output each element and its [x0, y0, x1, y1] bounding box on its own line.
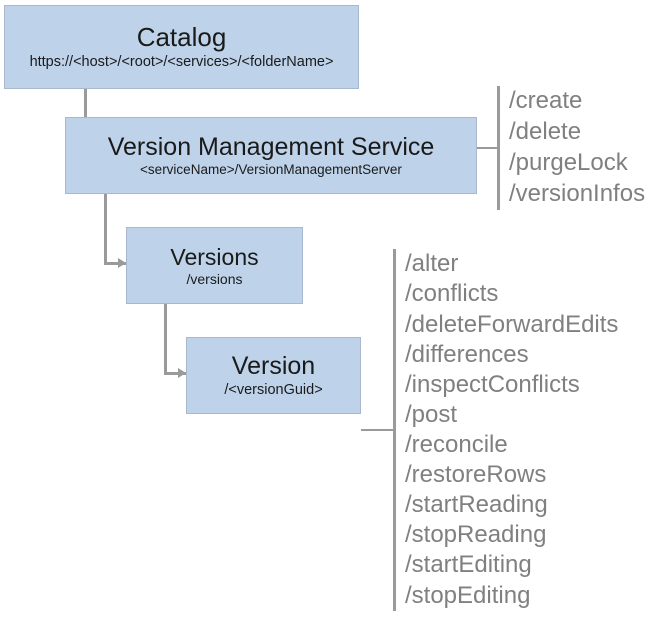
operations-list-version: /alter/conflicts/deleteForwardEdits/diff… — [396, 249, 618, 610]
operations-stem-vms — [477, 147, 497, 149]
operation-item: /stopReading — [405, 521, 547, 549]
node-catalog-title: Catalog — [136, 22, 227, 53]
operations-stem-version — [361, 429, 393, 431]
operations-bracket-version — [393, 249, 396, 611]
operation-item: /startEditing — [405, 551, 532, 579]
operation-item: /delete — [509, 118, 582, 146]
operations-list-vms: /create/delete/purgeLock/versionInfos — [500, 86, 645, 210]
operation-item: /purgeLock — [509, 149, 628, 176]
node-catalog-subtitle: https://<host>/<root>/<services>/<folder… — [29, 53, 334, 70]
node-version-subtitle: /<versionGuid> — [224, 381, 323, 398]
node-versions-title: Versions — [170, 243, 259, 270]
operation-item: /restoreRows — [405, 461, 547, 489]
operation-item: /create — [509, 87, 583, 115]
operation-item: /startReading — [405, 491, 548, 519]
operation-item: /reconcile — [405, 431, 508, 458]
operation-item: /stopEditing — [405, 581, 531, 609]
node-version-management-service-title: Version Management Service — [107, 132, 435, 161]
connector-vms-to-versions-vertical — [104, 194, 107, 264]
node-version-management-service[interactable]: Version Management Service <serviceName>… — [65, 117, 477, 194]
operation-item: /post — [405, 400, 458, 428]
operations-bracket-vms — [497, 86, 500, 210]
arrowhead-versions-to-version — [178, 368, 186, 378]
node-version-title: Version — [231, 352, 316, 381]
connector-versions-to-version-vertical — [164, 304, 167, 374]
operation-item: /conflicts — [405, 280, 499, 308]
connector-versions-to-version-horizontal — [164, 372, 189, 375]
operation-item: /deleteForwardEdits — [405, 310, 619, 338]
operation-item: /alter — [405, 250, 459, 278]
operation-item: /inspectConflicts — [405, 370, 580, 398]
operation-item: /differences — [405, 340, 529, 368]
node-version[interactable]: Version /<versionGuid> — [186, 337, 361, 414]
node-versions[interactable]: Versions /versions — [126, 227, 303, 304]
node-versions-subtitle: /versions — [186, 270, 243, 287]
operations-group-version: /alter/conflicts/deleteForwardEdits/diff… — [361, 249, 618, 611]
node-version-management-service-subtitle: <serviceName>/VersionManagementServer — [140, 162, 402, 178]
node-catalog[interactable]: Catalog https://<host>/<root>/<services>… — [4, 5, 359, 89]
connector-vms-to-versions-horizontal — [104, 262, 129, 265]
operation-item: /versionInfos — [509, 179, 646, 207]
arrowhead-vms-to-versions — [118, 258, 126, 268]
operations-group-version-management-service: /create/delete/purgeLock/versionInfos — [477, 86, 645, 210]
